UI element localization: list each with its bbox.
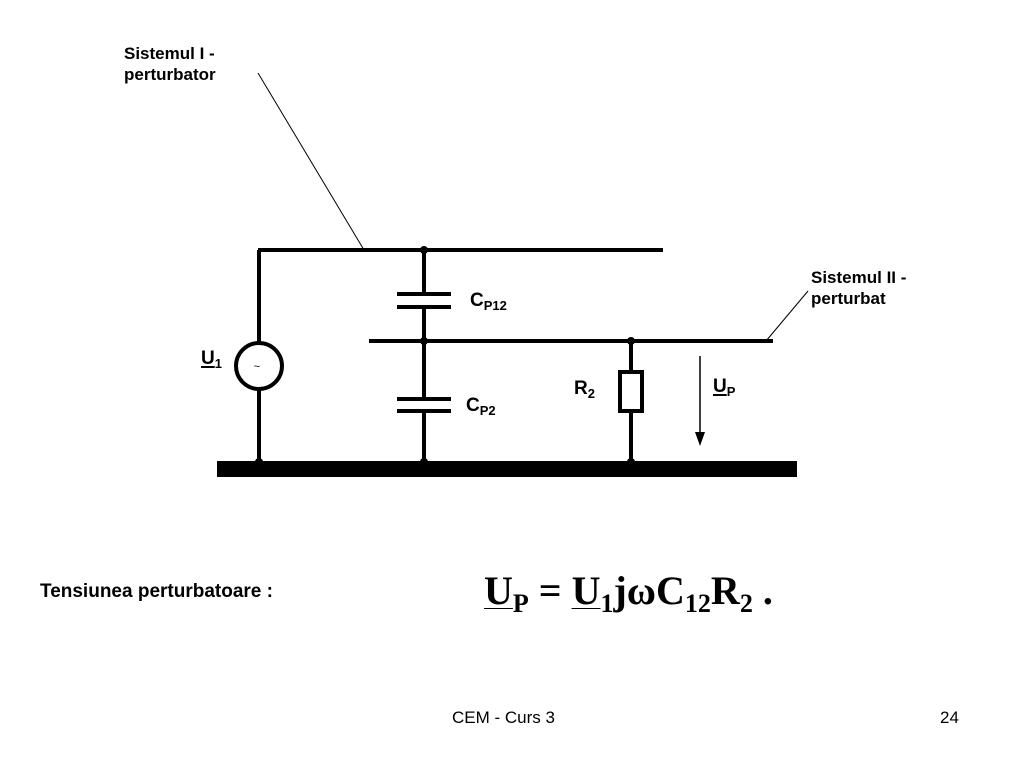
- footer-title: CEM - Curs 3: [452, 708, 555, 727]
- junction-dot: [627, 458, 635, 466]
- system1-label-line1: Sistemul I -: [124, 44, 215, 63]
- cp2-symbol-sub: P2: [479, 403, 496, 418]
- u1-symbol-main: U: [201, 348, 215, 369]
- footer-page-number: 24: [940, 708, 959, 727]
- r2-symbol-label: R2: [574, 378, 595, 400]
- formula-c-main: C: [656, 568, 685, 613]
- cp2-symbol-main: C: [466, 395, 480, 416]
- cp12-symbol-main: C: [470, 290, 484, 311]
- formula-r-main: R: [710, 568, 740, 613]
- formula: UP = U1jωC12R2 .: [484, 566, 773, 618]
- source-tilde-glyph: ~: [254, 361, 260, 373]
- formula-u1-sub: 1: [600, 589, 614, 618]
- junction-dot: [420, 458, 428, 466]
- r2-resistor-symbol: [618, 370, 644, 413]
- caption-text: Tensiunea perturbatoare :: [40, 581, 273, 602]
- system2-label: Sistemul II - perturbat: [811, 267, 906, 309]
- up-voltage-arrow-head: [695, 432, 705, 446]
- r2-symbol-sub: 2: [587, 386, 595, 401]
- formula-end: .: [752, 568, 773, 613]
- cp12-symbol-label: CP12: [470, 290, 507, 312]
- system1-leader-line: [257, 72, 365, 251]
- junction-dot: [255, 458, 263, 466]
- system1-label-line2: perturbator: [124, 65, 216, 84]
- cp2-symbol-label: CP2: [466, 395, 496, 417]
- formula-c-sub: 12: [684, 589, 711, 618]
- up-symbol-sub: P: [726, 384, 736, 399]
- junction-dot: [420, 246, 428, 254]
- ac-source-symbol: [234, 341, 284, 391]
- system2-label-line2: perturbat: [811, 289, 886, 308]
- up-symbol-label: UP: [713, 376, 735, 398]
- u1-symbol-label: U1: [201, 348, 222, 370]
- u1-symbol-sub: 1: [214, 356, 222, 371]
- formula-jw: jω: [613, 568, 657, 613]
- ground-bar: [217, 461, 797, 477]
- system2-leader-line: [765, 290, 809, 342]
- r2-symbol-main: R: [574, 378, 588, 399]
- up-symbol-main: U: [713, 376, 727, 397]
- formula-u1-main: U: [571, 568, 601, 613]
- formula-up-main: U: [484, 568, 513, 613]
- cp12-symbol-sub: P12: [483, 298, 507, 313]
- formula-r-sub: 2: [739, 589, 753, 618]
- system2-label-line1: Sistemul II -: [811, 268, 907, 287]
- formula-up-sub: P: [512, 589, 529, 618]
- junction-dot: [627, 337, 635, 345]
- junction-dot: [420, 337, 428, 345]
- system1-label: Sistemul I - perturbator: [124, 43, 216, 85]
- formula-equals: =: [528, 568, 572, 613]
